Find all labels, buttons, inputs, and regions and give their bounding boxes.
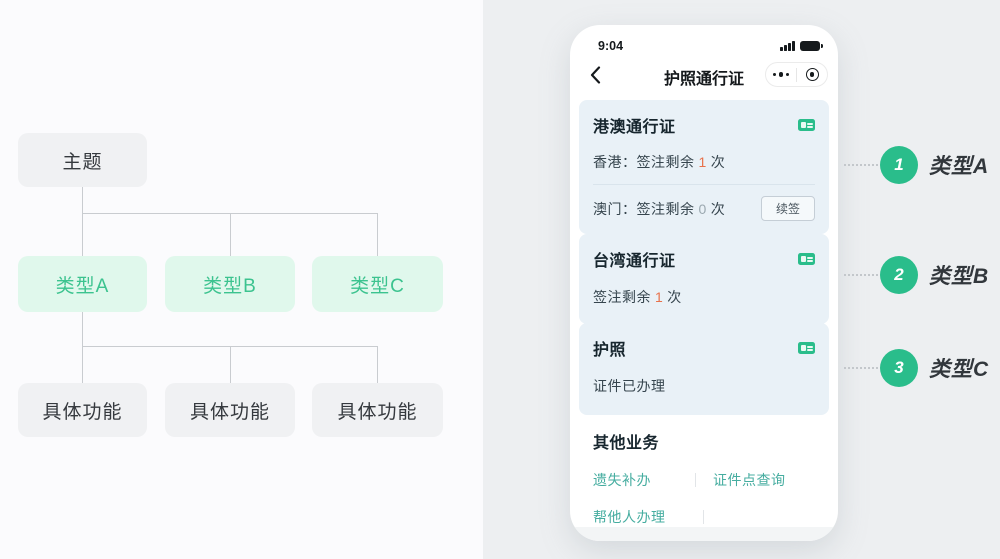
- permit-row-macau: 澳门：签注剩余 0 次 续签: [593, 196, 815, 221]
- annotation-label: 类型B: [929, 265, 990, 288]
- id-card-icon: [798, 252, 815, 266]
- tree-node-leaf-2: 具体功能: [165, 383, 295, 437]
- annotation-number-badge: 3: [880, 349, 918, 387]
- link-lost-reissue[interactable]: 遗失补办: [593, 472, 651, 488]
- link-apply-for-others[interactable]: 帮他人办理: [593, 509, 666, 525]
- status-text: 证件已办理: [593, 378, 666, 394]
- annotation-number-badge: 1: [880, 146, 918, 184]
- annotation-type-c: 3 类型C: [844, 349, 989, 387]
- connector-line: [82, 312, 83, 383]
- tree-node-type-a: 类型A: [18, 256, 147, 312]
- passport-status-row: 证件已办理: [593, 376, 815, 396]
- annotation-type-b: 2 类型B: [844, 256, 989, 294]
- tree-node-type-c: 类型C: [312, 256, 443, 312]
- phone-mockup: 9:04 护照通行证 港澳通行证 香港：签注剩余 1 次: [570, 25, 838, 541]
- row-unit: 次: [710, 154, 726, 170]
- connector-line: [82, 187, 83, 256]
- nav-bar: 护照通行证: [570, 57, 838, 93]
- connector-line: [377, 213, 378, 256]
- signal-strength-icon: [780, 41, 795, 51]
- tree-node-root: 主题: [18, 133, 147, 187]
- back-button[interactable]: [584, 64, 606, 86]
- home-button[interactable]: [797, 68, 827, 81]
- row-label: 签注剩余: [593, 289, 651, 305]
- section-heading: 其他业务: [593, 435, 660, 452]
- connector-line: [230, 346, 231, 383]
- annotation-number-badge: 2: [880, 256, 918, 294]
- row-unit: 次: [667, 289, 682, 305]
- link-divider: [695, 473, 696, 487]
- card-title: 台湾通行证: [593, 253, 676, 270]
- connector-line: [230, 213, 231, 256]
- card-title: 护照: [593, 342, 627, 359]
- row-label: 香港：签注剩余: [593, 154, 695, 170]
- permit-row-taiwan: 签注剩余 1 次: [593, 287, 815, 307]
- status-bar: 9:04: [570, 25, 838, 57]
- link-divider: [703, 510, 704, 524]
- tree-node-leaf-3: 具体功能: [312, 383, 443, 437]
- miniprogram-capsule: [765, 62, 828, 87]
- remaining-count: 0: [698, 200, 707, 217]
- id-card-icon: [798, 341, 815, 355]
- tree-node-type-b: 类型B: [165, 256, 295, 312]
- annotation-label: 类型C: [929, 358, 990, 381]
- capsule-divider: [796, 67, 797, 82]
- permit-row-hongkong: 香港：签注剩余 1 次: [593, 152, 815, 172]
- card-hk-macau-permit[interactable]: 港澳通行证 香港：签注剩余 1 次 澳门：签注剩余 0 次 续签: [579, 100, 829, 234]
- status-time: 9:04: [598, 39, 624, 53]
- renew-button[interactable]: 续签: [760, 196, 815, 221]
- dotted-leader-line: [844, 367, 878, 369]
- remaining-count: 1: [655, 289, 664, 305]
- card-passport[interactable]: 护照 证件已办理: [579, 323, 829, 415]
- phone-footer-strip: [570, 527, 838, 541]
- card-title: 港澳通行证: [593, 119, 676, 136]
- annotation-label: 类型A: [929, 155, 990, 178]
- remaining-count: 1: [698, 154, 707, 170]
- other-services-section: 其他业务 遗失补办 证件点查询 帮他人办理: [579, 415, 829, 527]
- row-label: 澳门：签注剩余: [593, 200, 695, 217]
- id-card-icon: [798, 118, 815, 132]
- card-divider: [593, 184, 815, 185]
- connector-line: [377, 346, 378, 383]
- target-icon: [805, 68, 819, 81]
- link-service-point-search[interactable]: 证件点查询: [712, 472, 786, 488]
- chevron-left-icon: [590, 66, 600, 84]
- more-icon[interactable]: [766, 72, 796, 77]
- dotted-leader-line: [844, 164, 878, 166]
- annotation-type-a: 1 类型A: [844, 146, 989, 184]
- tree-node-leaf-1: 具体功能: [18, 383, 147, 437]
- battery-icon: [800, 41, 823, 51]
- row-unit: 次: [710, 200, 726, 217]
- card-taiwan-permit[interactable]: 台湾通行证 签注剩余 1 次: [579, 234, 829, 324]
- page-title: 护照通行证: [663, 71, 744, 88]
- dotted-leader-line: [844, 274, 878, 276]
